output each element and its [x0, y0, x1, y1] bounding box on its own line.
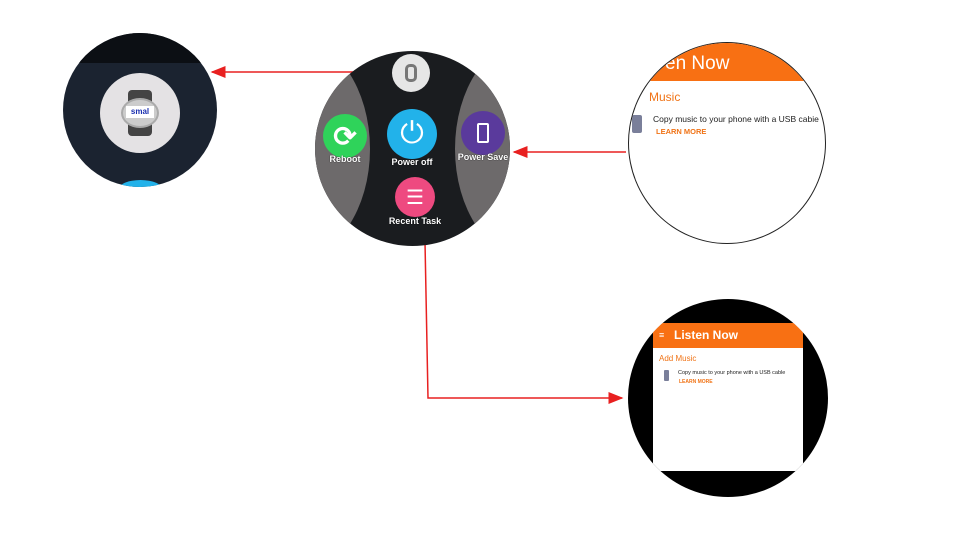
music-watch-circle: ≡ Listen Now Add Music Copy music to you…	[628, 299, 828, 497]
task-list-icon: ☰	[406, 186, 424, 209]
music-zoom-circle: en Now Music Copy music to your phone wi…	[628, 42, 826, 244]
battery-icon	[477, 123, 489, 143]
reboot-label: Reboot	[329, 154, 361, 164]
arrow-to-music-full	[424, 241, 624, 404]
power-icon: ⏻	[400, 117, 424, 150]
header-bar: en Now	[629, 43, 825, 81]
header-title: Listen Now	[674, 328, 739, 342]
power-save-label: Power Save	[457, 152, 509, 162]
learn-more-link[interactable]: LEARN MORE	[656, 127, 707, 136]
music-screen: ≡ Listen Now Add Music Copy music to you…	[653, 323, 803, 471]
power-off-button[interactable]: ⏻	[387, 109, 437, 159]
power-menu-watch: ⟳ Reboot ⏻ Power off Power Save ☰ Recent…	[315, 51, 510, 246]
watch-icon	[405, 64, 417, 82]
zoomed-watch-circle: smal	[63, 33, 217, 187]
power-off-label: Power off	[391, 157, 433, 167]
usb-icon	[632, 115, 642, 133]
copy-text: Copy music to your phone with a USB cabi…	[653, 114, 819, 124]
menu-icon[interactable]: ≡	[659, 330, 665, 340]
power-save-button[interactable]	[461, 111, 505, 155]
header-bar: ≡ Listen Now	[653, 323, 803, 348]
watch-screen-text: smal	[126, 106, 154, 118]
watch-app-button[interactable]: smal	[100, 73, 180, 153]
refresh-icon: ⟳	[333, 120, 357, 152]
usb-icon	[664, 370, 669, 381]
header-title: en Now	[665, 53, 730, 74]
watch-face-button[interactable]	[392, 54, 430, 92]
section-title: Music	[649, 90, 681, 104]
reboot-button[interactable]: ⟳	[323, 114, 367, 158]
learn-more-link[interactable]: LEARN MORE	[679, 379, 713, 385]
copy-text: Copy music to your phone with a USB cabl…	[678, 370, 786, 376]
section-title: Add Music	[659, 354, 697, 363]
recent-task-button[interactable]: ☰	[395, 177, 435, 217]
recent-task-label: Recent Task	[388, 216, 442, 226]
